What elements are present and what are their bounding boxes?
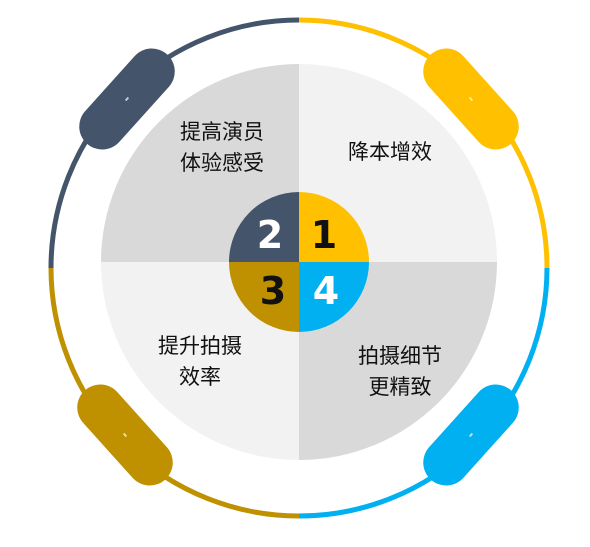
- quadrant-label-top-right: 降本增效: [348, 140, 432, 164]
- quadrant-bottom-left: [101, 262, 299, 460]
- capsule-accent-bottom-right: [423, 384, 519, 486]
- badge-number-4: 4: [313, 269, 339, 313]
- capsule-accent-top-left: [79, 48, 175, 150]
- badge-4-quarter: [299, 262, 369, 332]
- badge-3-quarter: [229, 262, 299, 332]
- quadrant-top-left: [101, 64, 299, 262]
- capsule-accent-top-right: [423, 48, 519, 150]
- badge-number-1: 1: [311, 213, 337, 257]
- quadrant-bottom-right: [299, 262, 497, 460]
- badge-2-quarter: [229, 192, 299, 262]
- badge-number-3: 3: [260, 269, 286, 313]
- quadrant-label-top-left: 提高演员 体验感受: [180, 120, 264, 175]
- badge-number-2: 2: [257, 213, 283, 257]
- quadrant-label-bottom-left: 提升拍摄 效率: [158, 334, 242, 389]
- capsule-accent-bottom-left: [77, 384, 173, 486]
- quadrant-label-bottom-right: 拍摄细节 更精致: [358, 344, 442, 399]
- badge-1-quarter: [299, 192, 369, 262]
- quadrant-top-right: [299, 64, 497, 262]
